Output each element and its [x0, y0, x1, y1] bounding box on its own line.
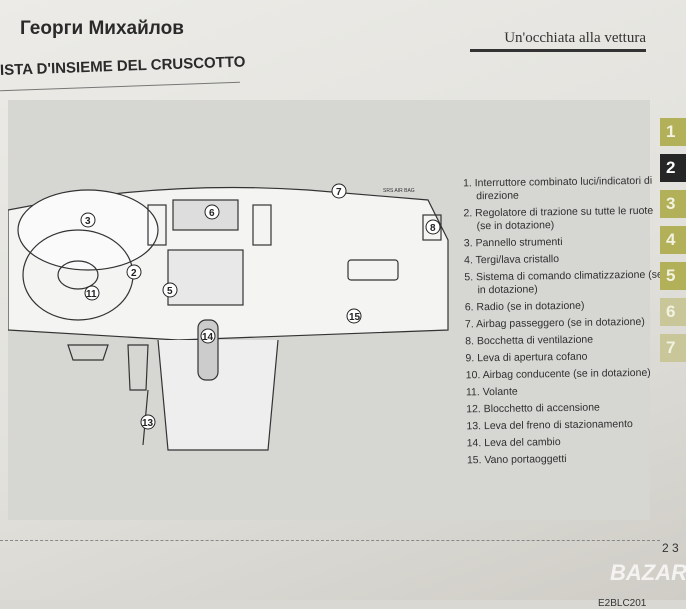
svg-text:13: 13 — [142, 418, 154, 429]
legend-item: 2. Regolatore di trazione su tutte le ru… — [463, 204, 654, 233]
svg-text:3: 3 — [85, 216, 91, 227]
svg-text:6: 6 — [209, 208, 215, 219]
legend-item: 1. Interruttore combinato luci/indicator… — [462, 174, 653, 203]
watermark: BAZAR — [610, 560, 686, 585]
chapter-tab-3[interactable]: 3 — [660, 190, 686, 218]
chapter-tab-4[interactable]: 4 — [660, 226, 686, 254]
legend-item: 4. Tergi/lava cristallo — [464, 253, 560, 267]
page-number: 2 3 — [662, 541, 679, 555]
figure-box: 6 7 8 15 14 5 3 11 2 13 SRS AIR BAG E2BL… — [8, 100, 650, 609]
svg-text:15: 15 — [349, 312, 361, 323]
airbag-label: SRS AIR BAG — [383, 188, 415, 194]
section-header: Un'occhiata alla vettura — [470, 30, 646, 52]
legend-item: 5. Sistema di comando climatizzazione (s… — [464, 268, 663, 297]
overlay-name: Георги Михайлов — [20, 18, 184, 39]
svg-text:2: 2 — [131, 268, 137, 279]
legend-list: 1. Interruttore combinato luci/indicator… — [463, 175, 667, 472]
legend-item: 6. Radio (se in dotazione) — [464, 299, 585, 314]
legend-item: 13. Leva del freno di stazionamento — [466, 418, 633, 433]
svg-text:11: 11 — [86, 289, 97, 300]
chapter-tab-5[interactable]: 5 — [660, 262, 686, 290]
chapter-tabs: 1 2 3 4 5 6 7 — [660, 118, 686, 370]
legend-item: 7. Airbag passeggero (se in dotazione) — [464, 315, 645, 331]
page-title: ISTA D'INSIEME DEL CRUSCOTTO — [0, 53, 246, 79]
svg-text:14: 14 — [202, 332, 214, 343]
svg-text:5: 5 — [167, 286, 173, 297]
legend-item: 15. Vano portaoggetti — [466, 452, 567, 467]
chapter-tab-2[interactable]: 2 — [660, 154, 686, 182]
chapter-tab-6[interactable]: 6 — [660, 298, 686, 326]
dashboard-illustration: 6 7 8 15 14 5 3 11 2 13 SRS AIR BAG — [8, 183, 449, 451]
chapter-tab-7[interactable]: 7 — [660, 334, 686, 362]
chapter-tab-1[interactable]: 1 — [660, 118, 686, 146]
legend-item: 3. Pannello strumenti — [463, 236, 563, 250]
title-divider — [0, 81, 240, 92]
legend-item: 12. Blocchetto di accensione — [466, 401, 600, 416]
legend-item: 8. Bocchetta di ventilazione — [465, 333, 594, 348]
footer-divider — [0, 540, 660, 541]
svg-text:8: 8 — [430, 223, 436, 234]
legend-item: 9. Leva di apertura cofano — [465, 350, 588, 365]
svg-text:7: 7 — [336, 187, 342, 198]
legend-item: 11. Volante — [465, 385, 518, 399]
legend-item: 10. Airbag conducente (se in dotazione) — [465, 366, 651, 382]
legend-item: 14. Leva del cambio — [466, 436, 561, 450]
